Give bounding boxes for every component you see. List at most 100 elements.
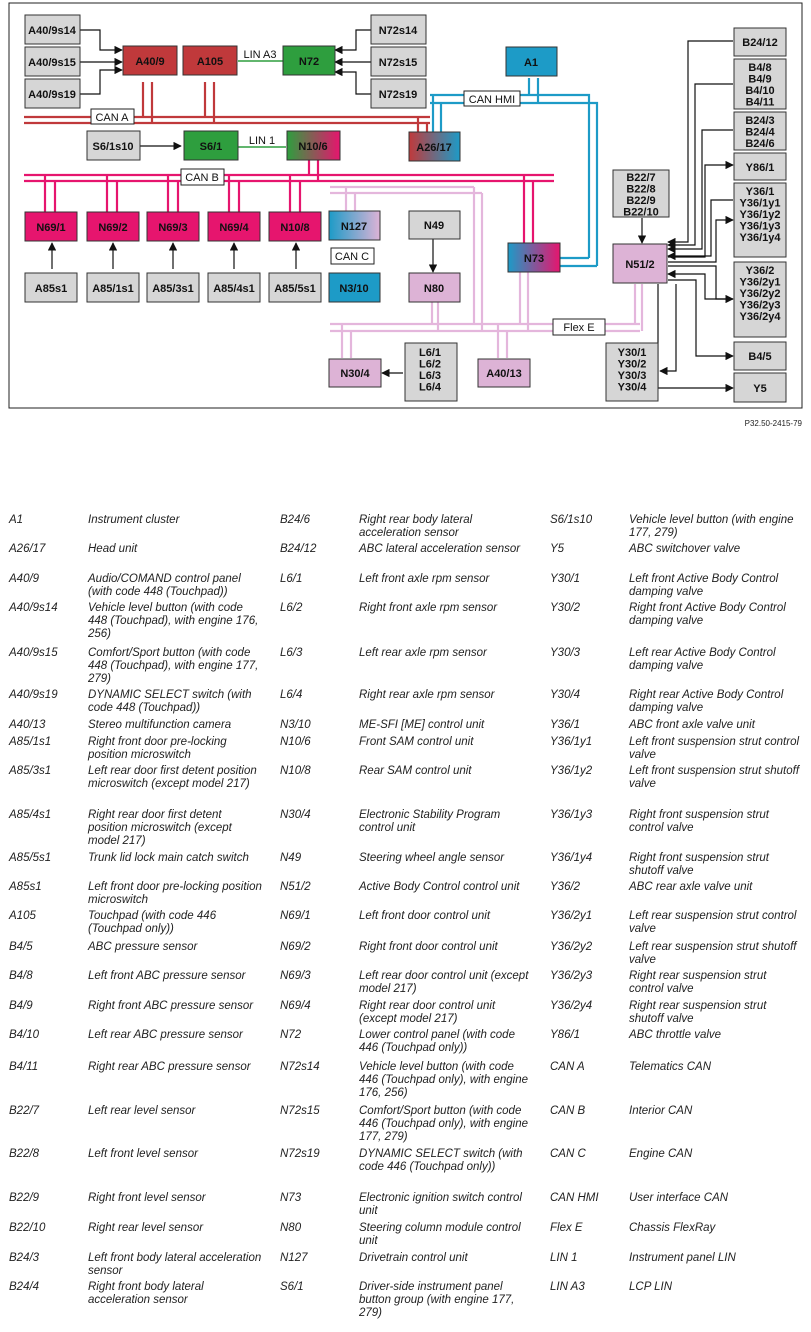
node-label-line: N69/4 (219, 222, 249, 234)
node-a85-3s1[interactable]: A85/3s1 (146, 272, 200, 303)
svg-text:A105: A105 (197, 56, 223, 68)
node-label-line: B4/10 (745, 85, 774, 97)
legend-description: Right rear axle rpm sensor (359, 689, 495, 701)
svg-text:N73: N73 (524, 253, 544, 265)
node-label-line: Y30/4 (618, 382, 648, 394)
node-label-line: N30/4 (340, 368, 370, 380)
legend-code: B4/11 (9, 1061, 39, 1073)
node-label-line: B4/9 (748, 74, 771, 86)
node-a40-13[interactable]: A40/13 (477, 358, 531, 388)
node-n72s15[interactable]: N72s15 (370, 46, 427, 77)
legend-description: Right front ABC pressure sensor (88, 1000, 254, 1012)
node-b4-5[interactable]: B4/5 (733, 341, 787, 371)
legend-description: Left rear ABC pressure sensor (88, 1029, 243, 1041)
node-a40-9s14[interactable]: A40/9s14 (24, 14, 81, 45)
node-a85s1[interactable]: A85s1 (24, 272, 78, 303)
node-label-line: Y30/1 (618, 347, 647, 359)
lin-lines (238, 60, 286, 148)
node-a85-1s1[interactable]: A85/1s1 (86, 272, 140, 303)
node-a26-17[interactable]: A26/17 (408, 131, 461, 162)
node-n69-2[interactable]: N69/2 (86, 211, 140, 242)
legend-description: Right rear suspension strut control valv… (629, 970, 767, 995)
legend-description: Telematics CAN (629, 1061, 712, 1073)
legend-code: N69/1 (280, 910, 311, 922)
legend-description: Right rear door control unit (except mod… (359, 1000, 496, 1025)
node-y5[interactable]: Y5 (733, 372, 787, 403)
node-b24-12[interactable]: B24/12 (733, 27, 787, 57)
node-s6-1[interactable]: S6/1 (183, 130, 239, 161)
node-label-line: A26/17 (416, 142, 451, 154)
legend-code: N51/2 (280, 881, 311, 893)
legend-code: B24/12 (280, 543, 317, 555)
node-a1[interactable]: A1 (505, 46, 558, 77)
legend-description: Engine CAN (629, 1148, 693, 1160)
node-n49[interactable]: N49 (408, 210, 461, 240)
node-n69-1[interactable]: N69/1 (24, 211, 78, 242)
node-a105[interactable]: A105 (182, 45, 238, 76)
node-a85-4s1[interactable]: A85/4s1 (207, 272, 261, 303)
legend-description: Electronic ignition switch control unit (359, 1192, 522, 1217)
network-diagram: A40/9s14 A40/9s15 A40/9s19 A40/9 A105 N7… (8, 2, 803, 409)
node-n3-10[interactable]: N3/10 (328, 272, 381, 303)
node-a40-9s19[interactable]: A40/9s19 (24, 78, 81, 109)
legend-description: Comfort/Sport button (with code 446 (Tou… (359, 1105, 528, 1143)
svg-text:A85/1s1: A85/1s1 (92, 283, 134, 295)
can-b-label: CAN B (180, 168, 225, 186)
svg-text:CAN B: CAN B (185, 172, 219, 184)
svg-text:CAN HMI: CAN HMI (469, 94, 515, 106)
node-a40-9s15[interactable]: A40/9s15 (24, 46, 81, 77)
node-n69-3[interactable]: N69/3 (146, 211, 200, 242)
node-a40-9[interactable]: A40/9 (122, 45, 178, 76)
node-n10-6[interactable]: N10/6 (286, 130, 341, 161)
can-c-label: CAN C (330, 247, 375, 265)
legend-description: ABC switchover valve (629, 543, 741, 555)
legend-code: N127 (280, 1252, 308, 1264)
legend-code: N49 (280, 852, 302, 864)
svg-text:N49: N49 (424, 220, 444, 232)
legend-code: Y36/1y3 (550, 809, 593, 821)
legend-description: Left front body lateral acceleration sen… (88, 1252, 262, 1277)
node-n10-8[interactable]: N10/8 (268, 211, 322, 242)
svg-text:A85s1: A85s1 (35, 283, 67, 295)
node-label-line: N72s19 (379, 89, 418, 101)
legend-description: User interface CAN (629, 1192, 729, 1204)
node-label-line: Y36/1 (746, 186, 775, 198)
legend-code: Y36/2y4 (550, 1000, 593, 1012)
node-n69-4[interactable]: N69/4 (207, 211, 261, 242)
node-y86-1[interactable]: Y86/1 (733, 152, 787, 181)
legend-description: Vehicle level button (with code 448 (Tou… (88, 602, 259, 640)
svg-text:N72: N72 (299, 56, 319, 68)
node-n80[interactable]: N80 (408, 272, 461, 303)
legend-description: Left front level sensor (88, 1148, 198, 1160)
svg-text:B24/12: B24/12 (742, 37, 777, 49)
node-n30-4[interactable]: N30/4 (328, 358, 382, 388)
node-label-line: B4/5 (748, 351, 771, 363)
node-label-line: Y36/2y2 (740, 288, 781, 300)
node-n72s14[interactable]: N72s14 (370, 14, 427, 45)
node-n73[interactable]: N73 (507, 242, 561, 273)
legend-code: CAN C (550, 1148, 586, 1160)
legend-code: LIN A3 (550, 1281, 585, 1293)
node-a85-5s1[interactable]: A85/5s1 (268, 272, 322, 303)
legend-code: N10/6 (280, 736, 311, 748)
node-label-line: A85/3s1 (152, 283, 194, 295)
node-n72[interactable]: N72 (282, 45, 336, 76)
legend-description: Steering wheel angle sensor (359, 852, 505, 864)
legend-code: Y36/2y3 (550, 970, 593, 982)
legend-code: N80 (280, 1222, 302, 1234)
node-n51-2[interactable]: N51/2 (612, 243, 668, 284)
node-n127[interactable]: N127 (328, 210, 381, 241)
node-label-line: Y30/3 (618, 370, 647, 382)
node-n72s19[interactable]: N72s19 (370, 78, 427, 109)
node-s6-1s10[interactable]: S6/1s10 (86, 130, 141, 161)
legend-description: ABC pressure sensor (88, 941, 198, 953)
